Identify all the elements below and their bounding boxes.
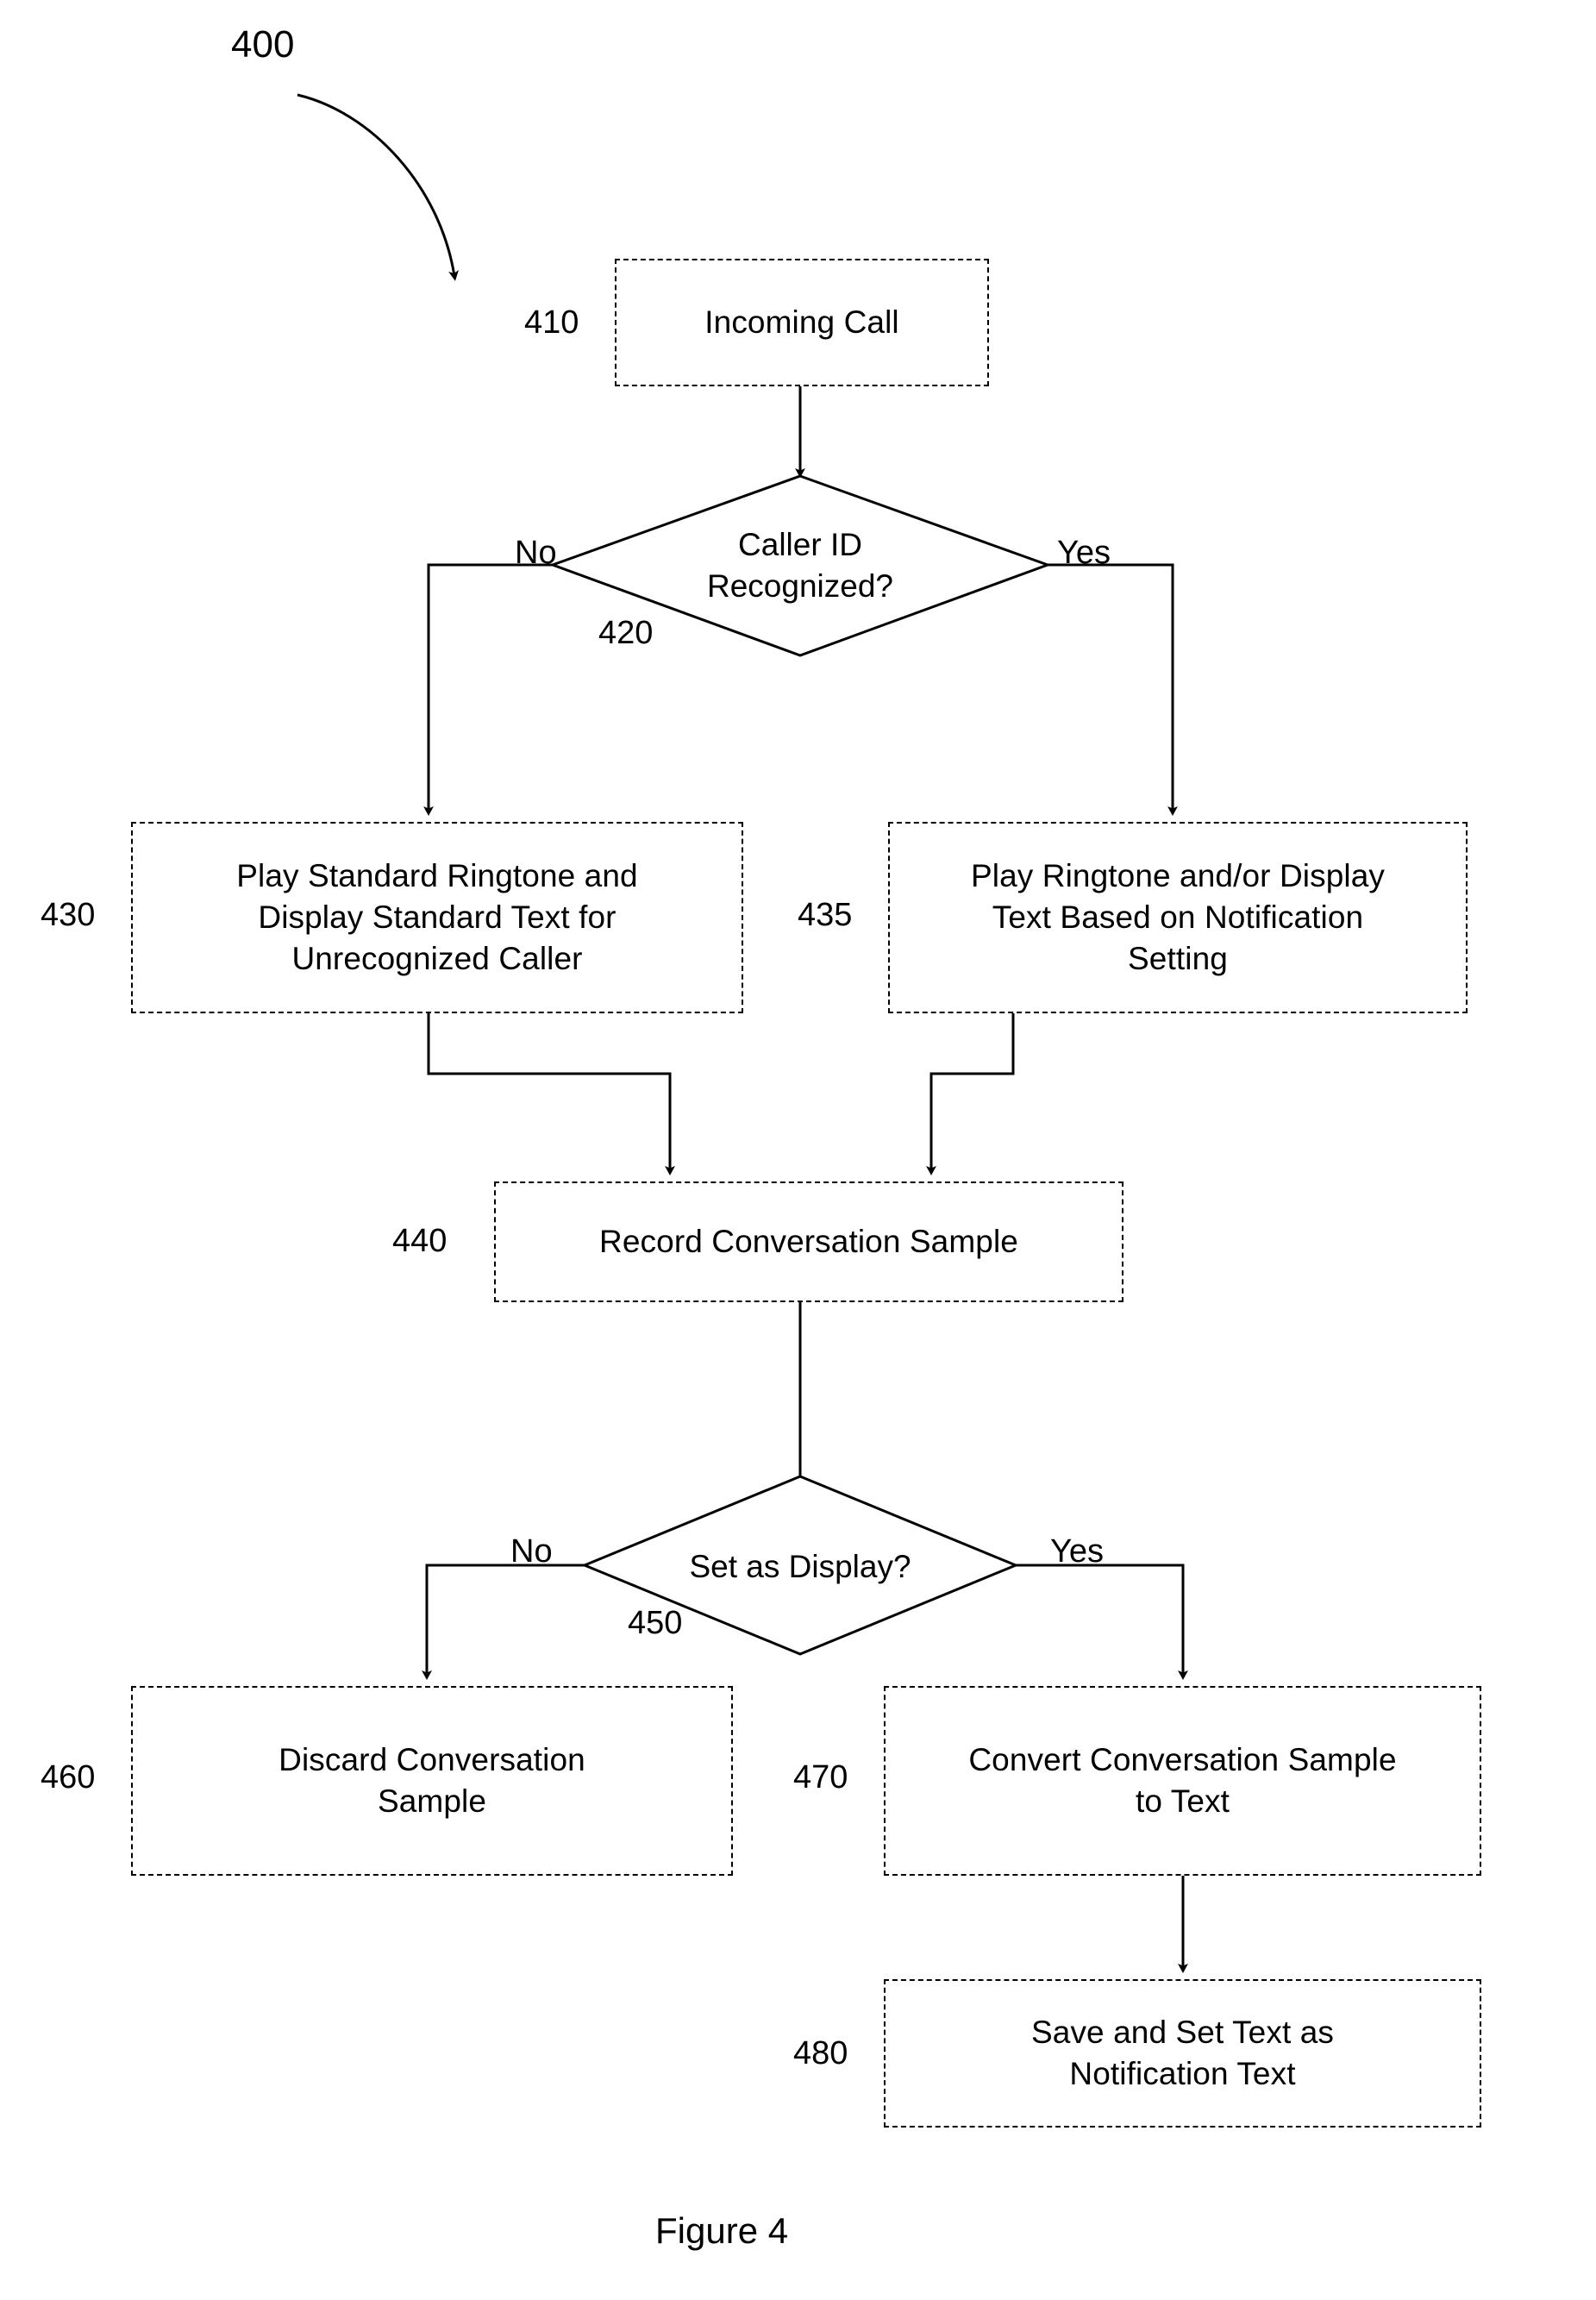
overall-ref-leader-arrow <box>297 93 459 281</box>
ref-num-480: 480 <box>793 2035 848 2071</box>
ref-num-440: 440 <box>392 1223 448 1259</box>
ref-num-420: 420 <box>598 615 654 651</box>
ref-num-450: 450 <box>628 1605 683 1641</box>
wire-435-to-440 <box>926 1013 1015 1175</box>
branch-label-450-no: No <box>510 1533 553 1570</box>
node-play-standard-ringtone[interactable]: Play Standard Ringtone and Display Stand… <box>131 822 743 1013</box>
branch-label-420-no: No <box>515 535 557 571</box>
node-play-ringtone-notification-setting[interactable]: Play Ringtone and/or Display Text Based … <box>888 822 1468 1013</box>
ref-num-470: 470 <box>793 1759 848 1796</box>
wire-430-to-440 <box>427 1013 675 1175</box>
branch-label-420-yes: Yes <box>1057 535 1111 571</box>
node-set-as-display-label[interactable]: Set as Display? <box>689 1549 911 1584</box>
ref-num-435: 435 <box>798 897 853 933</box>
wire-420-no-to-430 <box>423 563 553 816</box>
branch-label-450-yes: Yes <box>1050 1533 1104 1570</box>
node-incoming-call[interactable]: Incoming Call <box>615 259 989 386</box>
figure-caption: Figure 4 <box>655 2210 789 2251</box>
node-discard-conversation-sample[interactable]: Discard Conversation Sample <box>131 1686 733 1876</box>
wire-420-yes-to-435 <box>1048 563 1178 816</box>
ref-num-430: 430 <box>41 897 96 933</box>
wire-450-yes-to-470 <box>1016 1564 1188 1680</box>
node-save-set-notification-text[interactable]: Save and Set Text as Notification Text <box>884 1979 1481 2128</box>
node-caller-id-recognized-label[interactable]: Caller ID Recognized? <box>707 527 893 605</box>
node-convert-conversation-to-text[interactable]: Convert Conversation Sample to Text <box>884 1686 1481 1876</box>
ref-num-460: 460 <box>41 1759 96 1796</box>
node-record-conversation-sample[interactable]: Record Conversation Sample <box>494 1181 1123 1302</box>
wire-450-no-to-460 <box>422 1564 585 1680</box>
ref-num-410: 410 <box>524 304 579 341</box>
overall-ref-400: 400 <box>231 23 295 66</box>
